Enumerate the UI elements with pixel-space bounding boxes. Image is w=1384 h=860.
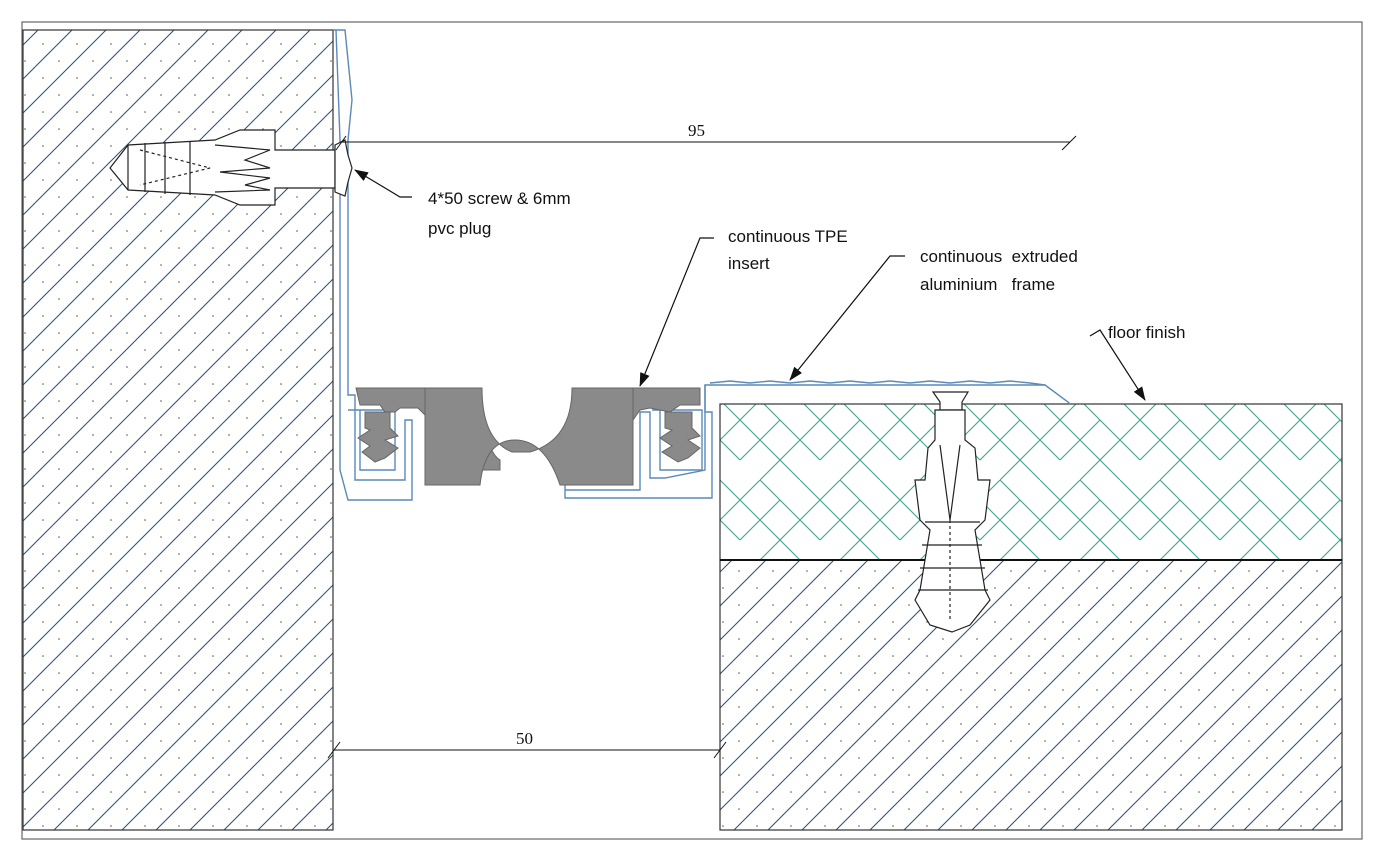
drawing-border xyxy=(21,21,1363,840)
tpe-label-line2: insert xyxy=(728,254,770,273)
floor-finish-label: floor finish xyxy=(1108,323,1185,342)
frame-label-line1: continuous extruded xyxy=(920,247,1078,266)
floor-plug-and-screw xyxy=(914,391,991,633)
screw-label-line1: 4*50 screw & 6mm xyxy=(428,189,571,208)
top-dimension xyxy=(335,135,1077,151)
bottom-dimension-value: 50 xyxy=(516,729,533,748)
right-floor-substrate xyxy=(719,559,1343,831)
bottom-dimension xyxy=(327,741,727,759)
screw-leader xyxy=(354,169,412,198)
wall-plug-and-screw xyxy=(109,129,353,206)
tpe-insert-main-body xyxy=(424,387,634,486)
tpe-insert-leader xyxy=(639,237,714,387)
floor-finish-tiles xyxy=(719,403,1343,561)
frame-label-line2: aluminium frame xyxy=(920,275,1055,294)
top-dimension-value: 95 xyxy=(688,121,705,140)
aluminium-frame-profile xyxy=(333,29,1071,501)
frame-leader xyxy=(789,255,905,381)
tpe-insert-right-barb xyxy=(659,411,701,463)
tpe-insert-left-barb xyxy=(357,411,399,463)
tpe-label-line1: continuous TPE xyxy=(728,227,848,246)
screw-label-line2: pvc plug xyxy=(428,219,491,238)
floor-finish-leader xyxy=(1089,329,1146,401)
